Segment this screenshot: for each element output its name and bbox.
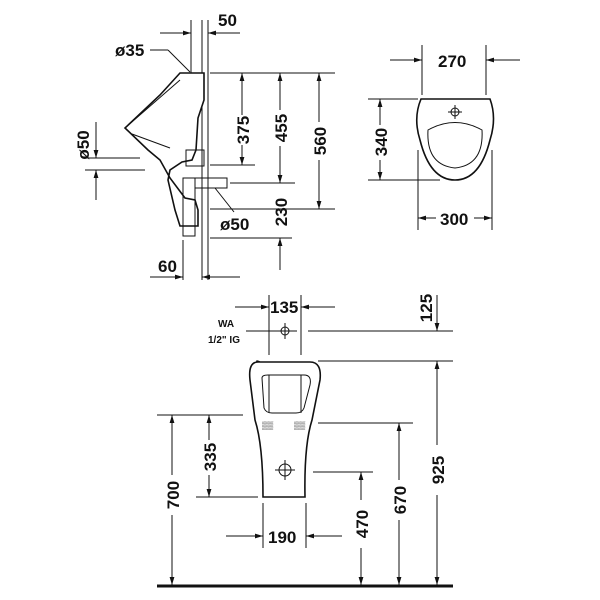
water-inlet-thread: 1/2" IG	[208, 335, 240, 346]
dim-inlet-diameter: ø35	[115, 41, 144, 60]
dim-560: 560	[311, 127, 330, 155]
dim-125: 125	[417, 294, 436, 322]
front-view: 135 WA 1/2" IG 125 ▒▒ ▒▒ 335 700	[157, 294, 453, 588]
dim-340: 340	[372, 128, 391, 156]
dim-left-diameter: ø50	[74, 130, 93, 159]
dim-700: 700	[164, 481, 183, 509]
top-view: 270 340 300	[368, 45, 520, 230]
dim-190: 190	[268, 528, 296, 547]
dim-670: 670	[391, 486, 410, 514]
dim-470: 470	[353, 510, 372, 538]
dim-outlet-diameter: ø50	[220, 215, 249, 234]
dim-270: 270	[438, 52, 466, 71]
dim-230: 230	[272, 198, 291, 226]
dim-135: 135	[270, 298, 298, 317]
vent-left-icon: ▒▒	[262, 421, 274, 430]
dim-300: 300	[440, 210, 468, 229]
dim-925: 925	[429, 456, 448, 484]
dim-335: 335	[201, 443, 220, 471]
dim-375: 375	[234, 116, 253, 144]
dim-60: 60	[158, 257, 177, 276]
vent-right-icon: ▒▒	[294, 421, 306, 430]
urinal-front-outline	[248, 360, 322, 498]
water-inlet-label: WA	[218, 319, 234, 330]
dim-50-top: 50	[218, 11, 237, 30]
dim-455: 455	[272, 114, 291, 142]
side-view: 50 ø35 ø50 375 455 560 2	[74, 11, 335, 280]
